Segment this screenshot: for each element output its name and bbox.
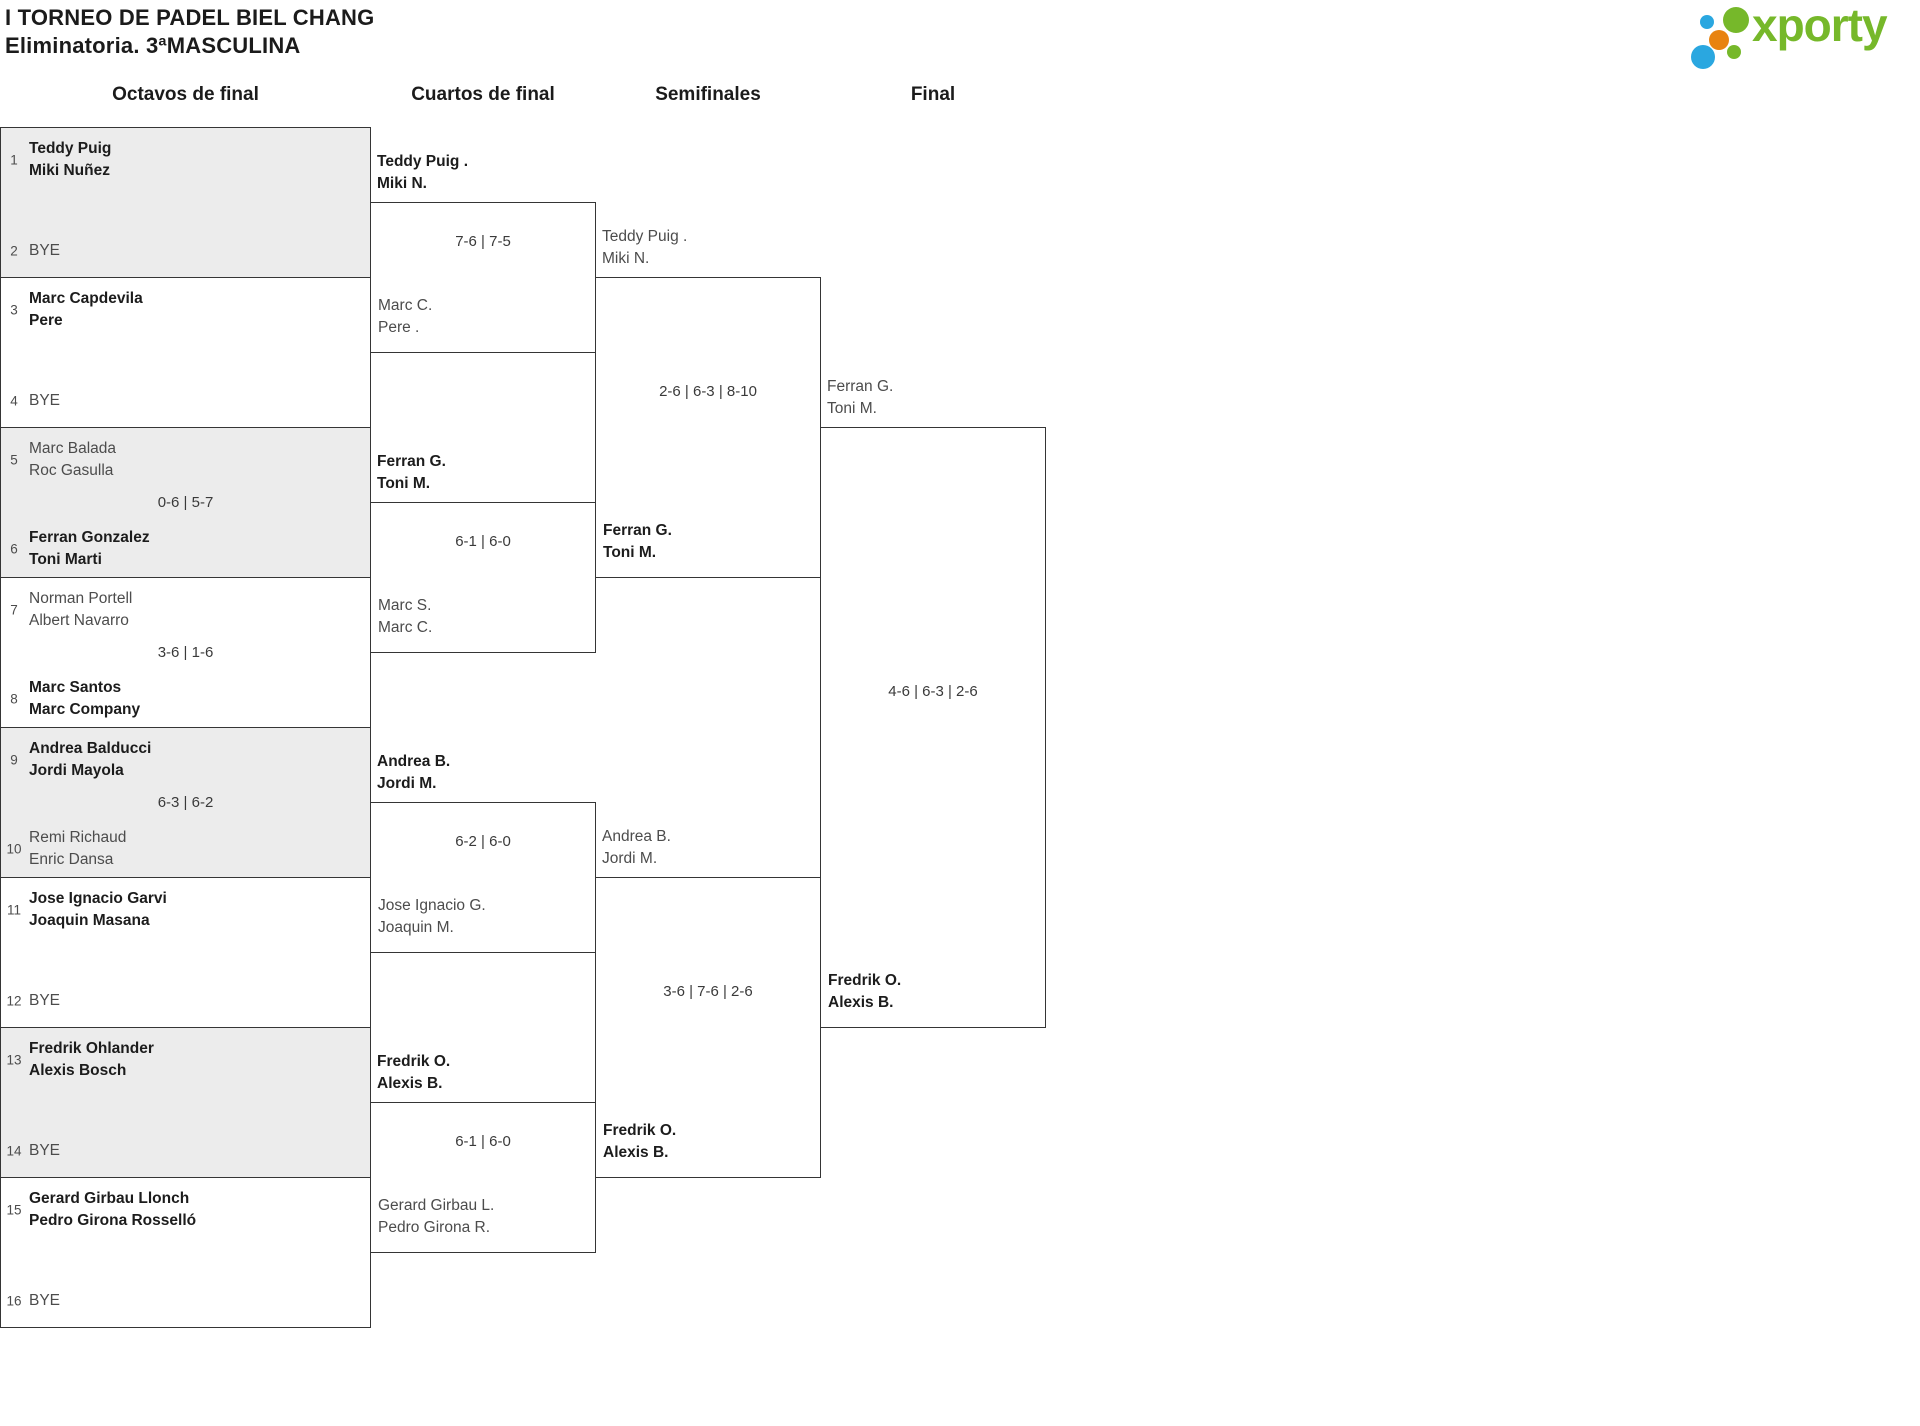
page-title: I TORNEO DE PADEL BIEL CHANG Eliminatori… xyxy=(5,4,374,60)
logo-dot-green-large xyxy=(1723,7,1749,33)
seed-number: 1 xyxy=(10,152,18,168)
match-box-semifinal-1[interactable]: 2-6 | 6-3 | 8-10 Ferran G.Toni M. xyxy=(595,277,821,578)
seed-number: 5 xyxy=(10,452,18,468)
seed-number: 4 xyxy=(10,393,18,409)
team-label: Fredrik O.Alexis B. xyxy=(828,972,902,1011)
match-box-cuartos-3[interactable]: 6-2 | 6-0 Jose Ignacio G.Joaquin M. xyxy=(370,802,596,953)
team-label: Ferran G.Toni M. xyxy=(603,522,672,561)
logo-wordmark: xporty xyxy=(1752,0,1888,51)
seed-number: 2 xyxy=(10,243,18,259)
seed-number: 6 xyxy=(10,541,18,557)
match-box-semifinal-2[interactable]: 3-6 | 7-6 | 2-6 Fredrik O.Alexis B. xyxy=(595,877,821,1178)
match-score: 6-3 | 6-2 xyxy=(157,793,214,811)
seed-number: 8 xyxy=(10,691,18,707)
seed-number: 7 xyxy=(10,602,18,618)
team-name: BYE xyxy=(29,1292,61,1309)
team-label: Fredrik O.Alexis B. xyxy=(603,1122,677,1161)
match-score: 6-1 | 6-0 xyxy=(455,532,511,550)
advancing-team-label: Andrea B.Jordi M. xyxy=(377,753,451,792)
seed-number: 3 xyxy=(10,302,18,318)
round-header-semifinales: Semifinales xyxy=(655,84,761,105)
match-score: 2-6 | 6-3 | 8-10 xyxy=(659,382,757,400)
seed-number: 11 xyxy=(6,902,21,918)
team-name: BYE xyxy=(29,242,61,259)
xporty-logo[interactable]: xporty xyxy=(1688,0,1913,72)
team-name: BYE xyxy=(29,1142,61,1159)
logo-dot-blue-large xyxy=(1691,45,1715,69)
advancing-team-label: Fredrik O.Alexis B. xyxy=(377,1053,451,1092)
seed-number: 10 xyxy=(6,841,22,857)
match-box-final[interactable]: 4-6 | 6-3 | 2-6 Fredrik O.Alexis B. xyxy=(820,427,1046,1028)
seed-number: 9 xyxy=(10,752,18,768)
tournament-subtitle: Eliminatoria. 3ªMASCULINA xyxy=(5,33,301,58)
seed-number: 14 xyxy=(6,1143,22,1159)
team-label: Marc C.Pere . xyxy=(378,297,433,336)
advancing-team-label: Ferran G.Toni M. xyxy=(377,453,446,492)
match-score: 4-6 | 6-3 | 2-6 xyxy=(888,682,978,700)
match-box-cuartos-1[interactable]: 7-6 | 7-5 Marc C.Pere . xyxy=(370,202,596,353)
seed-number: 16 xyxy=(6,1293,22,1309)
match-score: 6-1 | 6-0 xyxy=(455,1132,511,1150)
round-header-cuartos: Cuartos de final xyxy=(411,84,555,105)
logo-dot-blue-small xyxy=(1700,15,1714,29)
match-score: 6-2 | 6-0 xyxy=(455,832,511,850)
round-header-final: Final xyxy=(910,84,956,105)
advancing-team-label: Ferran G.Toni M. xyxy=(827,378,894,417)
team-label: Gerard Girbau L.Pedro Girona R. xyxy=(378,1197,495,1236)
round-header-octavos: Octavos de final xyxy=(112,84,259,105)
team-name: BYE xyxy=(29,992,61,1009)
match-score: 0-6 | 5-7 xyxy=(157,493,214,511)
team-label: Jose Ignacio G.Joaquin M. xyxy=(378,897,486,936)
advancing-team-label: Teddy Puig .Miki N. xyxy=(602,228,688,267)
team-label: Marc S.Marc C. xyxy=(378,597,433,636)
logo-dot-green-small xyxy=(1727,45,1741,59)
team-name: BYE xyxy=(29,392,61,409)
match-score: 3-6 | 1-6 xyxy=(157,643,214,661)
seed-number: 15 xyxy=(6,1202,22,1218)
advancing-team-label: Teddy Puig .Miki N. xyxy=(377,153,468,192)
advancing-team-label: Andrea B.Jordi M. xyxy=(602,828,671,867)
match-score: 3-6 | 7-6 | 2-6 xyxy=(663,982,753,1000)
tournament-title: I TORNEO DE PADEL BIEL CHANG xyxy=(5,5,375,30)
seed-number: 13 xyxy=(6,1052,22,1068)
match-box-cuartos-4[interactable]: 6-1 | 6-0 Gerard Girbau L.Pedro Girona R… xyxy=(370,1102,596,1253)
match-score: 7-6 | 7-5 xyxy=(455,232,511,250)
match-box-cuartos-2[interactable]: 6-1 | 6-0 Marc S.Marc C. xyxy=(370,502,596,653)
seed-number: 12 xyxy=(6,993,22,1009)
logo-dot-orange xyxy=(1709,30,1729,50)
